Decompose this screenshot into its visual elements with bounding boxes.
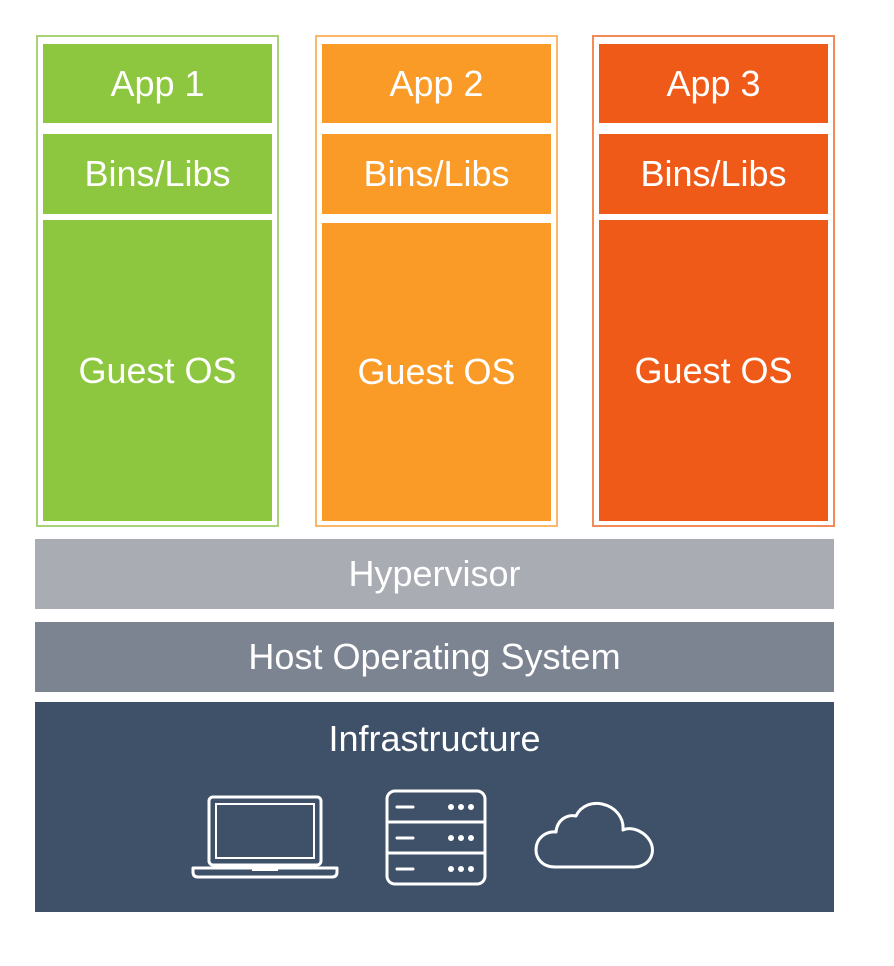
guest-os-label-3: Guest OS — [634, 349, 793, 391]
app-label-2: App 2 — [389, 62, 484, 104]
host-os-layer: Host Operating System — [35, 622, 834, 692]
guest-os-block-3: Guest OS — [599, 220, 828, 521]
laptop-icon — [191, 795, 339, 879]
app-block-1: App 1 — [43, 44, 272, 123]
app-block-3: App 3 — [599, 44, 828, 123]
app-label-1: App 1 — [110, 62, 205, 104]
libs-block-1: Bins/Libs — [43, 134, 272, 214]
server-icon — [385, 789, 487, 886]
libs-label-1: Bins/Libs — [84, 153, 231, 194]
libs-label-3: Bins/Libs — [640, 153, 787, 194]
cloud-icon — [534, 801, 654, 869]
libs-block-2: Bins/Libs — [322, 134, 551, 214]
libs-block-3: Bins/Libs — [599, 134, 828, 214]
guest-os-label-2: Guest OS — [357, 351, 516, 392]
vm-column-3: App 3 Bins/Libs Guest OS — [592, 35, 835, 527]
guest-os-block-1: Guest OS — [43, 220, 272, 521]
host-os-label: Host Operating System — [248, 636, 621, 677]
libs-label-2: Bins/Libs — [363, 153, 510, 194]
vm-column-2: App 2 Bins/Libs Guest OS — [315, 35, 558, 527]
hypervisor-layer: Hypervisor — [35, 539, 834, 609]
app-label-3: App 3 — [666, 62, 761, 104]
vm-column-1: App 1 Bins/Libs Guest OS — [36, 35, 279, 527]
guest-os-label-1: Guest OS — [78, 349, 237, 391]
infrastructure-label: Infrastructure — [328, 718, 541, 759]
infrastructure-layer: Infrastructure — [35, 702, 834, 912]
hypervisor-label: Hypervisor — [348, 553, 521, 594]
app-block-2: App 2 — [322, 44, 551, 123]
guest-os-block-2: Guest OS — [322, 223, 551, 521]
